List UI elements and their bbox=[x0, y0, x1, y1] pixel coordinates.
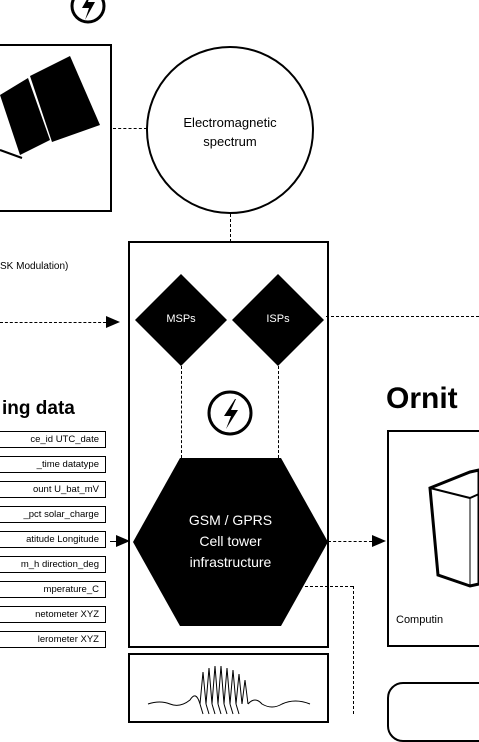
arrow-head-right bbox=[372, 535, 386, 547]
connector-hex-right bbox=[328, 541, 372, 542]
power-icon bbox=[207, 390, 253, 436]
connector-hex-down-v bbox=[353, 586, 354, 714]
spectrum-circle bbox=[146, 46, 314, 214]
data-row: lerometer XYZ bbox=[0, 631, 106, 648]
data-row: _time datatype bbox=[0, 456, 106, 473]
connector-isps-right bbox=[326, 316, 479, 317]
spectrum-label-line1: Electromagnetic bbox=[183, 115, 277, 130]
tower-hexagon bbox=[133, 458, 328, 626]
connector-spectrum-tower bbox=[230, 214, 231, 242]
msps-diamond bbox=[135, 274, 227, 366]
bottom-right-rounded-box bbox=[387, 682, 479, 742]
isps-label: ISPs bbox=[266, 313, 290, 325]
computing-box bbox=[387, 430, 479, 647]
power-icon-top bbox=[70, 0, 106, 24]
connector-data-hex bbox=[110, 541, 116, 542]
diamonds bbox=[135, 274, 324, 366]
arrow-head-data bbox=[116, 535, 130, 547]
data-row: ount U_bat_mV bbox=[0, 481, 106, 498]
isps-diamond bbox=[232, 274, 324, 366]
connector-isps-hex bbox=[278, 366, 279, 458]
cube-icon bbox=[428, 468, 479, 588]
data-panel-heading: ing data bbox=[2, 398, 75, 419]
data-row: atitude Longitude bbox=[0, 531, 106, 548]
connector-left-msps bbox=[0, 322, 106, 323]
data-row: netometer XYZ bbox=[0, 606, 106, 623]
connector-msps-hex bbox=[181, 366, 182, 458]
wave-icon bbox=[147, 665, 311, 715]
data-row: ce_id UTC_date bbox=[0, 431, 106, 448]
hexagon-line2: Cell tower bbox=[199, 533, 262, 549]
hexagon-line3: infrastructure bbox=[189, 554, 272, 570]
solar-panel-icon bbox=[0, 56, 100, 159]
spectrum-label-line2: spectrum bbox=[203, 134, 257, 149]
msps-label: MSPs bbox=[166, 313, 196, 325]
arrow-head-left bbox=[106, 316, 120, 328]
connector-solar-spectrum bbox=[113, 128, 147, 129]
connector-hex-down-h bbox=[305, 586, 353, 587]
data-row: mperature_C bbox=[0, 581, 106, 598]
computing-label: Computin bbox=[396, 614, 444, 626]
hexagon-line1: GSM / GPRS bbox=[188, 512, 273, 528]
right-panel-title: Ornit bbox=[386, 382, 458, 415]
data-panel-rows: ce_id UTC_date _time datatype ount U_bat… bbox=[0, 431, 110, 651]
modulation-label: SK Modulation) bbox=[0, 261, 69, 272]
data-row: _pct solar_charge bbox=[0, 506, 106, 523]
data-row: m_h direction_deg bbox=[0, 556, 106, 573]
